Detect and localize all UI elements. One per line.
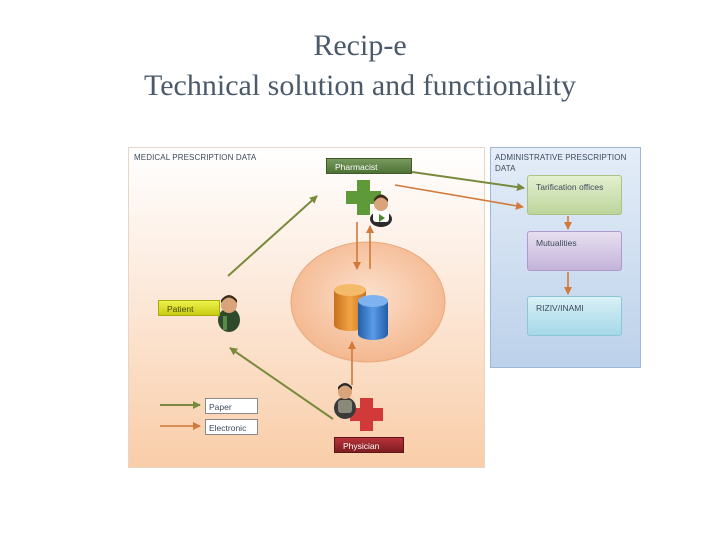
physician-cross-icon <box>350 398 383 431</box>
patient-label: Patient <box>158 300 220 316</box>
admin-panel-label-line1: ADMINISTRATIVE PRESCRIPTION <box>495 153 627 162</box>
pharmacist-cross-icon <box>346 180 381 215</box>
admin-panel-label-line2: DATA <box>495 164 516 173</box>
medical-panel-label: MEDICAL PRESCRIPTION DATA <box>134 153 257 162</box>
database-icon <box>334 284 388 340</box>
paper-arrow-physician-to-patient <box>229 347 334 420</box>
mutualities-box: Mutualities <box>527 231 622 271</box>
physician-label: Physician <box>334 437 404 453</box>
patient-person-icon <box>218 295 240 332</box>
page-title: Recip-e <box>313 29 407 62</box>
paper-arrow-pharmacist-to-tarification <box>411 171 525 191</box>
physician-person-icon <box>334 383 356 419</box>
electronic-arrow-pharmacist-to-tarification <box>394 184 524 210</box>
tarification-offices-box: Tarification offices <box>527 175 622 215</box>
pharmacist-label: Pharmacist <box>326 158 412 174</box>
legend-electronic-label: Electronic <box>205 419 258 435</box>
pharmacist-person-icon <box>370 194 392 227</box>
riziv-inami-box: RIZIV/INAMI <box>527 296 622 336</box>
paper-arrow-patient-to-pharmacist <box>227 195 318 277</box>
page-subtitle: Technical solution and functionality <box>144 69 576 102</box>
legend-paper-label: Paper <box>205 398 258 414</box>
